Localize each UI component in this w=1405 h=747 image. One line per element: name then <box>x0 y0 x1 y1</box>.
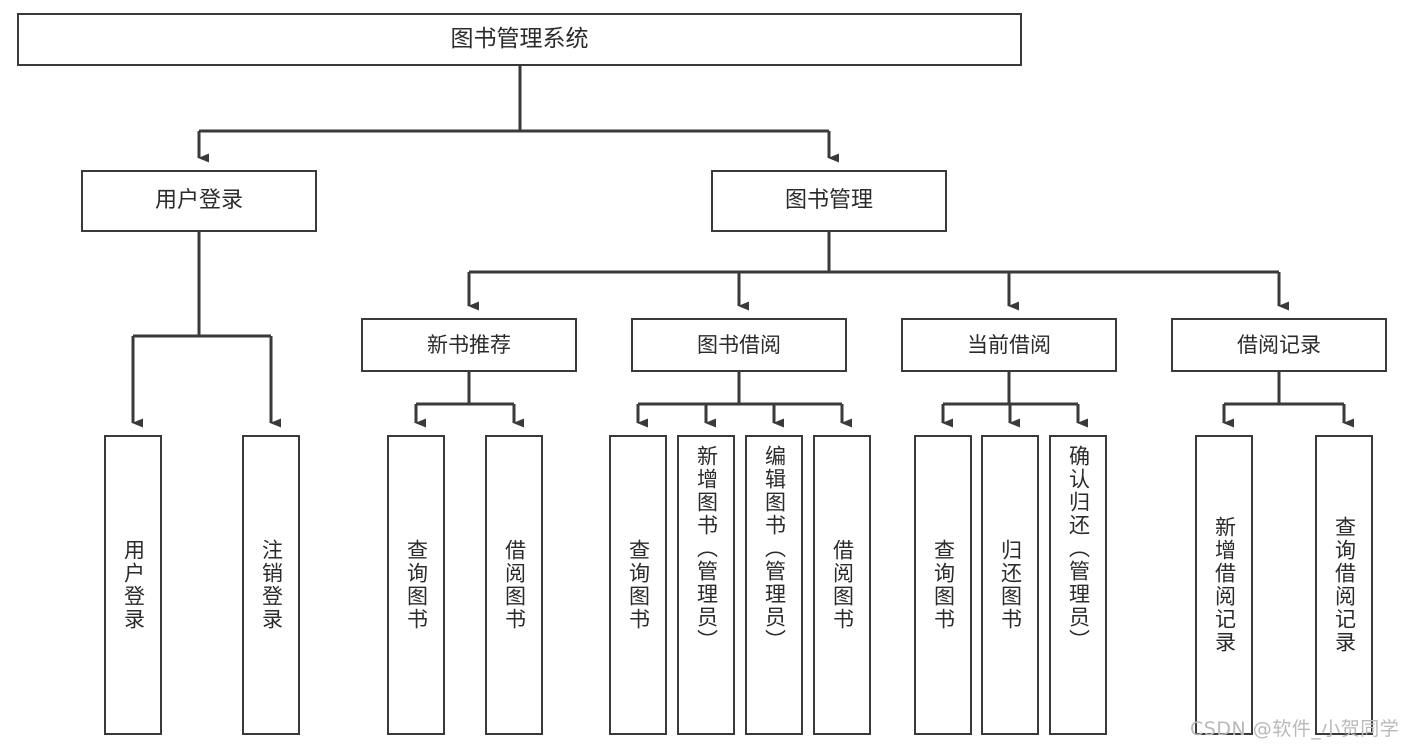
node-book-borrow-label: 图书借阅 <box>697 332 781 357</box>
edge-newbook-to-leaves <box>414 372 524 428</box>
node-leaf-query-record[interactable]: 查询借阅记录 <box>1315 435 1373 735</box>
node-user-login[interactable]: 用户登录 <box>81 170 317 232</box>
node-leaf-borrow-book-2-label: 借阅图书 <box>830 539 855 631</box>
edge-currentborrow-to-leaves <box>941 372 1088 428</box>
node-current-borrow-label: 当前借阅 <box>967 332 1051 357</box>
node-borrow-record-label: 借阅记录 <box>1237 332 1321 357</box>
node-leaf-user-login[interactable]: 用户登录 <box>104 435 162 735</box>
node-root-label: 图书管理系统 <box>450 26 589 53</box>
node-leaf-add-book-label: 新增图书（管理员） <box>694 445 719 652</box>
node-leaf-query-book-2-label: 查询图书 <box>626 539 651 631</box>
node-new-book-recommend[interactable]: 新书推荐 <box>361 318 577 372</box>
node-leaf-query-record-label: 查询借阅记录 <box>1332 516 1357 654</box>
node-leaf-query-book-1[interactable]: 查询图书 <box>387 435 445 735</box>
node-leaf-return-book[interactable]: 归还图书 <box>981 435 1039 735</box>
node-leaf-confirm-return-label: 确认归还（管理员） <box>1066 445 1091 652</box>
node-leaf-edit-book[interactable]: 编辑图书（管理员） <box>745 435 803 735</box>
node-new-book-recommend-label: 新书推荐 <box>427 332 511 357</box>
edge-bookmanage-to-level3 <box>467 232 1289 311</box>
node-leaf-borrow-book-2[interactable]: 借阅图书 <box>813 435 871 735</box>
edge-borrowrecord-to-leaves <box>1222 372 1354 428</box>
node-leaf-query-book-3-label: 查询图书 <box>931 539 956 631</box>
node-leaf-query-book-2[interactable]: 查询图书 <box>609 435 667 735</box>
node-leaf-return-book-label: 归还图书 <box>998 539 1023 631</box>
node-leaf-logout-label: 注销登录 <box>259 539 284 631</box>
node-borrow-record[interactable]: 借阅记录 <box>1171 318 1387 372</box>
node-root[interactable]: 图书管理系统 <box>17 13 1022 66</box>
node-book-borrow[interactable]: 图书借阅 <box>631 318 847 372</box>
node-book-manage-label: 图书管理 <box>784 188 873 214</box>
node-leaf-edit-book-label: 编辑图书（管理员） <box>762 445 787 652</box>
node-leaf-borrow-book-1-label: 借阅图书 <box>502 539 527 631</box>
node-user-login-label: 用户登录 <box>154 188 243 214</box>
edge-userlogin-to-leaves <box>131 232 281 428</box>
node-leaf-user-login-label: 用户登录 <box>121 539 146 631</box>
edge-root-to-level2 <box>197 66 839 163</box>
node-current-borrow[interactable]: 当前借阅 <box>901 318 1117 372</box>
node-leaf-add-record-label: 新增借阅记录 <box>1212 516 1237 654</box>
node-leaf-borrow-book-1[interactable]: 借阅图书 <box>485 435 543 735</box>
watermark: CSDN @软件_小贺同学 <box>1190 718 1400 740</box>
node-leaf-logout[interactable]: 注销登录 <box>242 435 300 735</box>
node-book-manage[interactable]: 图书管理 <box>711 170 947 232</box>
node-leaf-add-record[interactable]: 新增借阅记录 <box>1195 435 1253 735</box>
node-leaf-add-book[interactable]: 新增图书（管理员） <box>677 435 735 735</box>
node-leaf-confirm-return[interactable]: 确认归还（管理员） <box>1049 435 1107 735</box>
edge-bookborrow-to-leaves <box>636 372 852 428</box>
node-leaf-query-book-1-label: 查询图书 <box>404 539 429 631</box>
node-leaf-query-book-3[interactable]: 查询图书 <box>914 435 972 735</box>
